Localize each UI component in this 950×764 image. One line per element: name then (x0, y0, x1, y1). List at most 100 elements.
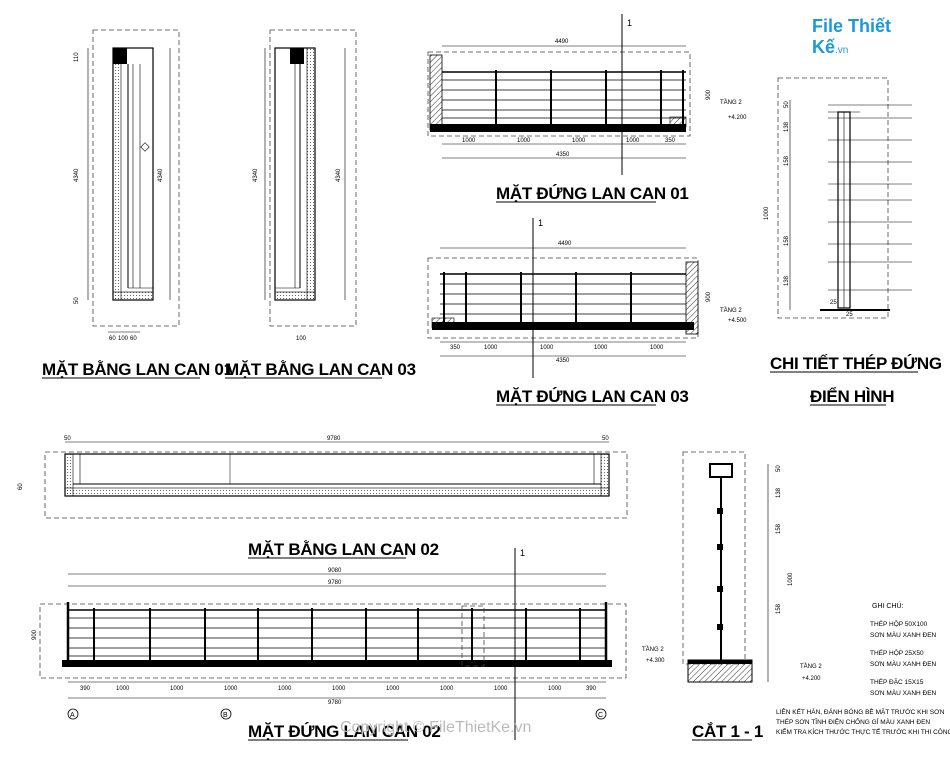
dim-e3-1000a: 1000 (484, 345, 498, 351)
level-value-e1: +4.200 (728, 115, 747, 121)
title-elev-01: MẶT ĐỨNG LAN CAN 01 (496, 184, 689, 203)
dim-4340-p3-left: 4340 (253, 168, 259, 182)
det-1000: 1000 (764, 206, 770, 220)
title-plan-03: MẶT BẰNG LAN CAN 03 (225, 360, 416, 379)
dim-e2-1000g: 1000 (440, 686, 454, 692)
section-mark-e1: 1 (627, 18, 632, 28)
plan-lan-can-01: 4340 110 50 4340 60 100 60 MẶT BẰNG LAN … (42, 29, 233, 379)
det-138a: 138 (784, 121, 790, 132)
dim-9780-e2: 9780 (328, 580, 342, 586)
det-50: 50 (784, 101, 790, 108)
general-note-3: KIỂM TRA KÍCH THƯỚC THỰC TẾ TRƯỚC KHI TH… (776, 726, 950, 736)
level-value-sec: +4.200 (802, 676, 821, 682)
dim-e1-900: 900 (706, 89, 712, 100)
title-elev-02: MẶT ĐỨNG LAN CAN 02 (248, 722, 441, 741)
grid-b: B (223, 712, 228, 719)
dim-p2-60: 60 (18, 483, 24, 490)
dim-e2-1000d: 1000 (278, 686, 292, 692)
note-item-3: THÉP HỘP 25X50 (870, 648, 924, 657)
det-138b: 138 (784, 275, 790, 286)
dim-4490-e3: 4490 (558, 241, 572, 247)
general-note-1: LIÊN KẾT HÀN, ĐÁNH BÓNG BỀ MẶT TRƯỚC KHI… (776, 706, 945, 716)
elevation-lan-can-03: 4490 350 1000 1000 1000 1000 4350 900 TẦ… (427, 218, 747, 406)
sec-1000: 1000 (788, 572, 794, 586)
dim-50: 50 (74, 297, 80, 304)
level-value-e3: +4.500 (728, 318, 747, 324)
brand-logo: File Thiết Kế.vn (812, 16, 932, 57)
dim-4490-e1: 4490 (555, 39, 569, 45)
elevation-lan-can-01: 4490 1000 1000 1000 1000 350 4350 900 TẦ… (427, 14, 747, 203)
title-section: CẮT 1 - 1 (692, 722, 763, 741)
dim-e1-1000a: 1000 (462, 138, 476, 144)
dim-e3-1000d: 1000 (650, 345, 664, 351)
dim-e3-1000b: 1000 (540, 345, 554, 351)
level-name-e1: TẦNG 2 (720, 99, 742, 106)
dim-e1-1000b: 1000 (517, 138, 531, 144)
grid-c: C (598, 712, 603, 719)
dim-e1-350: 350 (665, 138, 676, 144)
logo-text: File Thiết Kế (812, 16, 892, 57)
note-item-4: SƠN MÀU XANH ĐEN (870, 659, 937, 668)
general-note-2: THÉP SƠN TĨNH ĐIỆN CHỐNG GỈ MÀU XANH ĐEN (776, 716, 930, 726)
sec-158b: 158 (776, 603, 782, 614)
dim-e3-900: 900 (706, 291, 712, 302)
level-name-e3: TẦNG 2 (720, 307, 742, 314)
grid-a: A (70, 712, 75, 719)
dim-e2-390b: 390 (586, 686, 597, 692)
title-elev-03: MẶT ĐỨNG LAN CAN 03 (496, 387, 689, 406)
dim-e2-1000c: 1000 (224, 686, 238, 692)
dim-e2-390a: 390 (80, 686, 91, 692)
title-detail-l2: ĐIỂN HÌNH (810, 387, 894, 406)
dim-e2-1000b: 1000 (170, 686, 184, 692)
note-item-2: SƠN MÀU XANH ĐEN (870, 630, 937, 639)
dim-e2-900: 900 (32, 629, 38, 640)
dim-9780-p2: 9780 (327, 436, 341, 442)
dim-9080-e2: 9080 (328, 568, 342, 574)
det-25a: 25 (830, 300, 837, 306)
dim-100a: 100 (118, 336, 129, 342)
note-item-1: THÉP HỘP 50X100 (870, 619, 928, 628)
dim-4340-left: 4340 (74, 168, 80, 182)
dim-e3-1000c: 1000 (594, 345, 608, 351)
dim-e2-1000h: 1000 (494, 686, 508, 692)
plan-lan-can-03: 4340 4340 100 MẶT BẰNG LAN CAN 03 (225, 29, 416, 379)
dim-e3-350: 350 (450, 345, 461, 351)
logo-suffix: .vn (835, 45, 849, 56)
title-detail-l1: CHI TIẾT THÉP ĐỨNG (770, 354, 942, 373)
dim-p3-100: 100 (296, 336, 307, 342)
dim-e2-1000i: 1000 (548, 686, 562, 692)
dim-4350-e1: 4350 (556, 152, 570, 158)
dim-60b: 60 (130, 336, 137, 342)
plan-lan-can-02: 9780 50 50 60 MẶT BẰNG LAN CAN 02 (18, 436, 628, 559)
dim-4340-right: 4340 (158, 168, 164, 182)
level-value-e2: +4.300 (646, 658, 665, 664)
dim-60a: 60 (109, 336, 116, 342)
dim-110: 110 (74, 52, 80, 62)
dim-4350-e3: 4350 (556, 358, 570, 364)
watermark: Copyright © FileThietKe.vn (340, 719, 531, 736)
det-25b: 25 (846, 312, 853, 318)
sec-50: 50 (776, 465, 782, 472)
sec-138: 138 (776, 487, 782, 498)
notes-block: GHI CHÚ: THÉP HỘP 50X100 SƠN MÀU XANH ĐE… (776, 601, 950, 736)
dim-e2-1000f: 1000 (386, 686, 400, 692)
dim-e1-1000d: 1000 (626, 138, 640, 144)
dim-e2-1000e: 1000 (332, 686, 346, 692)
dim-e1-1000c: 1000 (572, 138, 586, 144)
section-mark-e3: 1 (538, 218, 543, 228)
det-158b: 158 (784, 235, 790, 246)
dim-4340-p3-right: 4340 (336, 168, 342, 182)
note-item-6: SƠN MÀU XANH ĐEN (870, 688, 937, 697)
note-item-5: THÉP ĐẶC 15X15 (870, 677, 924, 686)
title-plan-01: MẶT BẰNG LAN CAN 01 (42, 360, 233, 379)
det-158a: 158 (784, 155, 790, 166)
level-name-e2: TẦNG 2 (642, 646, 664, 653)
section-1-1: 1000 50 138 158 158 TẦNG 2 +4.200 CẮT 1 … (682, 451, 822, 741)
level-name-sec: TẦNG 2 (800, 663, 822, 670)
elevation-lan-can-02: 9080 9780 390 1000 1000 1000 1000 1000 1… (32, 548, 665, 741)
section-mark-e2: 1 (520, 548, 525, 558)
dim-e2-1000a: 1000 (116, 686, 130, 692)
dim-9780-e2b: 9780 (328, 700, 342, 706)
sec-158a: 158 (776, 523, 782, 534)
